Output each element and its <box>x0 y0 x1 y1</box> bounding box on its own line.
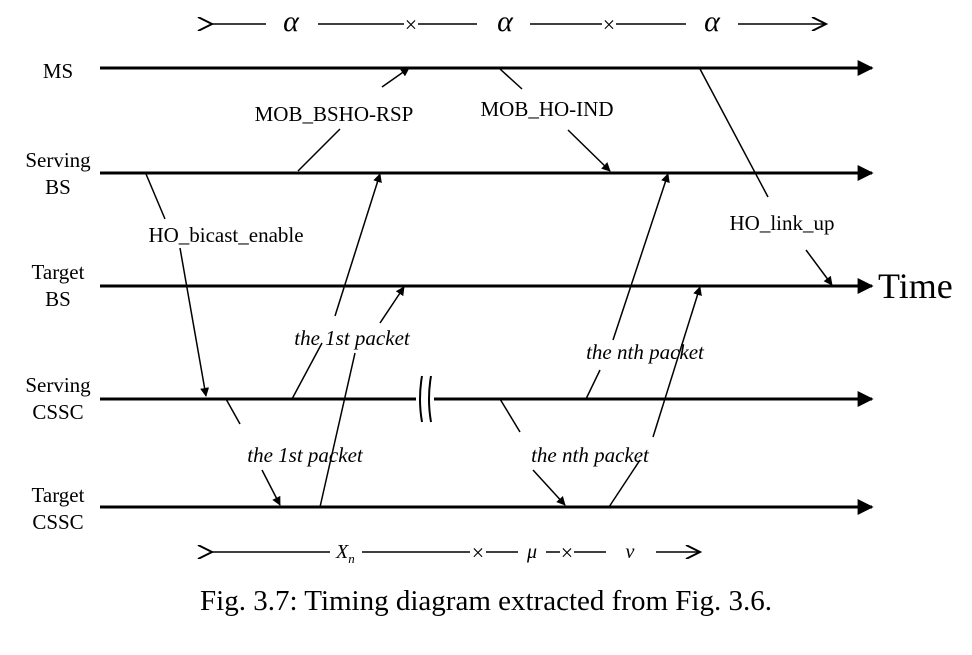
packet-nth-target-cssc-to-target-bs <box>609 287 700 507</box>
nu-label: ν <box>626 541 635 563</box>
lane-label-serving-bs-line2: BS <box>45 175 71 199</box>
lane-label-serving-bs-line1: Serving <box>25 148 91 172</box>
interval-cross-4: × <box>561 540 573 565</box>
lane-label-target-bs-line1: Target <box>32 260 85 284</box>
ho-bicast-enable-label: HO_bicast_enable <box>148 223 303 247</box>
xn-label-subscript: n <box>348 551 355 566</box>
mu-label: μ <box>526 541 537 563</box>
axis-break-mark <box>416 376 434 422</box>
lane-label-target-cssc-line2: CSSC <box>32 510 83 534</box>
top-interval-axis: α × α × α <box>212 5 826 38</box>
interval-cross-1: × <box>405 12 417 37</box>
alpha-label-2: α <box>497 5 514 38</box>
alpha-label-1: α <box>283 5 300 38</box>
first-packet-upper-label: the 1st packet <box>294 326 411 350</box>
interval-cross-2: × <box>603 12 615 37</box>
message-ho-link-up: HO_link_up <box>700 69 835 285</box>
nth-packet-upper-label: the nth packet <box>586 340 705 364</box>
message-mob-bsho-rsp: MOB_BSHO-RSP <box>255 68 414 171</box>
time-axis-label: Time <box>878 266 953 306</box>
bottom-interval-axis: Xn × μ × ν <box>212 540 700 566</box>
first-packet-lower-label: the 1st packet <box>247 443 364 467</box>
ho-link-up-label: HO_link_up <box>730 211 835 235</box>
lane-label-serving-cssc-line1: Serving <box>25 373 91 397</box>
lane-label-target-cssc-line1: Target <box>32 483 85 507</box>
lane-label-target-bs-line2: BS <box>45 287 71 311</box>
lane-label-serving-cssc-line2: CSSC <box>32 400 83 424</box>
alpha-label-3: α <box>704 5 721 38</box>
mob-ho-ind-label: MOB_HO-IND <box>481 97 614 121</box>
lane-label-ms: MS <box>43 59 73 83</box>
interval-cross-3: × <box>472 540 484 565</box>
packet-first-target-cssc-to-target-bs <box>320 287 404 507</box>
figure-caption: Fig. 3.7: Timing diagram extracted from … <box>0 585 972 618</box>
message-mob-ho-ind: MOB_HO-IND <box>481 69 614 171</box>
xn-label: Xn <box>335 541 355 566</box>
mob-bsho-rsp-label: MOB_BSHO-RSP <box>255 102 414 126</box>
nth-packet-lower-label: the nth packet <box>531 443 650 467</box>
xn-label-main: X <box>335 541 349 563</box>
